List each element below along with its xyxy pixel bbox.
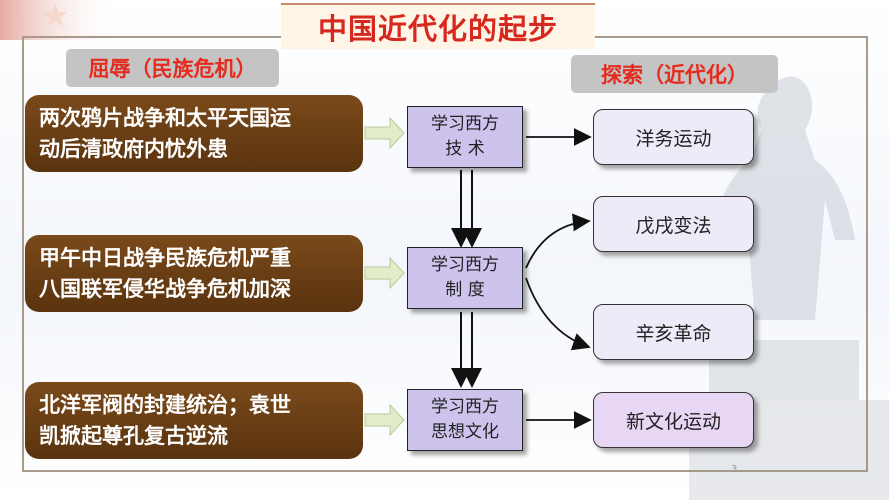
cause-line: 甲午中日战争民族危机严重	[39, 246, 291, 270]
stage-line: 学习西方	[431, 397, 499, 417]
stage-line: 学习西方	[431, 114, 499, 134]
stage-line: 制 度	[445, 280, 485, 300]
stage-thought-culture: 学习西方 思想文化	[407, 389, 523, 451]
stage-system: 学习西方 制 度	[407, 247, 523, 309]
stage-line: 思想文化	[431, 422, 499, 442]
curve-arrow-up	[525, 213, 591, 269]
stage-line: 学习西方	[431, 255, 499, 275]
result-new-culture-movement: 新文化运动	[593, 392, 754, 448]
right-header: 探索（近代化）	[571, 55, 778, 93]
result-hundred-days-reform: 戊戌变法	[593, 196, 754, 252]
green-arrow-3	[364, 403, 405, 437]
cause-line: 两次鸦片战争和太平天国运	[39, 106, 291, 130]
cause-line: 北洋军阀的封建统治；袁世	[39, 393, 291, 417]
left-header: 屈辱（民族危机）	[66, 49, 279, 87]
curve-arrow-down	[525, 277, 591, 351]
result-xinhai-revolution: 辛亥革命	[593, 304, 754, 360]
cause-line: 动后清政府内忧外患	[39, 137, 228, 161]
result-westernization-movement: 洋务运动	[593, 109, 754, 165]
green-arrow-1	[364, 116, 405, 150]
cause-box-3: 北洋军阀的封建统治；袁世 凯掀起尊孔复古逆流	[25, 382, 363, 459]
cause-box-2: 甲午中日战争民族危机严重 八国联军侵华战争危机加深	[25, 235, 363, 312]
stage-line: 技 术	[445, 139, 485, 159]
cause-line: 凯掀起尊孔复古逆流	[39, 424, 228, 448]
cause-box-1: 两次鸦片战争和太平天国运 动后清政府内忧外患	[25, 95, 363, 172]
page-number: 3	[731, 464, 738, 475]
star-icon	[43, 3, 67, 27]
cause-line: 八国联军侵华战争危机加深	[39, 277, 291, 301]
green-arrow-2	[364, 256, 405, 290]
stage-technology: 学习西方 技 术	[407, 106, 523, 168]
red-flag-decoration	[0, 0, 120, 40]
page-title: 中国近代化的起步	[281, 3, 595, 49]
monument-silhouette	[689, 76, 889, 500]
